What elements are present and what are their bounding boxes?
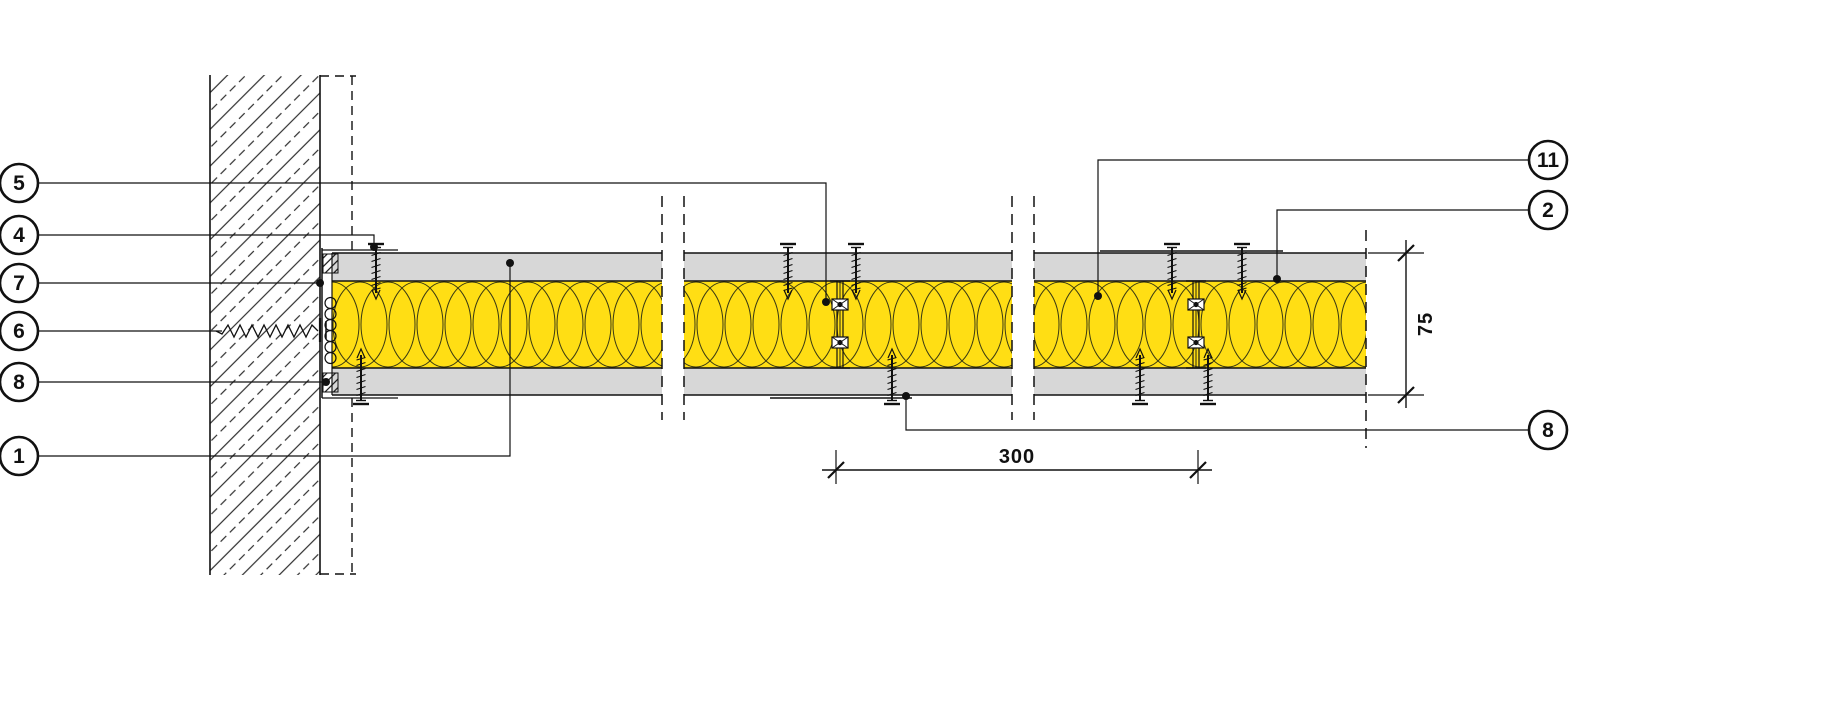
assembly-segment-b: [684, 252, 1012, 399]
callout-label: 8: [1542, 419, 1554, 442]
leader-line: [1276, 209, 1529, 279]
callout-label: 8: [13, 371, 25, 394]
callout-bubble-7: 7: [0, 262, 40, 304]
dimension-tick: [827, 461, 845, 479]
callout-label: 6: [13, 320, 25, 343]
top-plasterboard: [684, 253, 1012, 281]
leader-lines: [38, 159, 1529, 457]
insulation-layer: [1034, 281, 1366, 368]
leader-dot: [370, 243, 378, 251]
callout-label: 2: [1542, 199, 1554, 222]
bottom-plasterboard: [684, 368, 1012, 395]
sealant-gasket-top: [322, 253, 339, 274]
leader-line: [38, 263, 511, 457]
top-plasterboard: [332, 253, 662, 281]
callout-label: 7: [13, 272, 25, 295]
insulation-layer: [332, 281, 662, 368]
dimension-tick: [1189, 461, 1207, 479]
break-lines: [661, 196, 1367, 448]
leader-dot: [822, 298, 830, 306]
leader-line: [38, 182, 827, 302]
partition-assembly: [215, 196, 1367, 448]
leader-dot: [316, 279, 324, 287]
dimension-tick: [1397, 386, 1415, 404]
dimension-text-300: 300: [999, 446, 1035, 468]
dimension-tick: [1397, 244, 1415, 262]
callout-bubble-8-left: 8: [0, 361, 40, 403]
callout-bubble-11: 11: [1527, 139, 1569, 181]
leader-line: [1097, 159, 1529, 296]
wall-anchor-screw: [215, 318, 327, 342]
callout-bubble-6: 6: [0, 310, 40, 352]
dimension-75: 75: [1368, 240, 1437, 408]
dimension-text-75: 75: [1415, 312, 1437, 336]
leader-dot: [322, 378, 330, 386]
callout-bubble-2: 2: [1527, 189, 1569, 231]
callout-label: 1: [13, 445, 25, 468]
callout-label: 5: [13, 172, 25, 195]
bottom-plasterboard: [332, 368, 662, 395]
assembly-segment-c: [1034, 250, 1366, 396]
bottom-plasterboard: [1034, 368, 1366, 395]
callout-bubble-8-right: 8: [1527, 409, 1569, 451]
callout-label: 11: [1537, 149, 1560, 172]
callout-label: 4: [13, 224, 25, 247]
top-plasterboard: [1034, 253, 1366, 281]
assembly-segment-a: [332, 252, 662, 396]
callout-bubble-1: 1: [0, 435, 40, 477]
leader-dot: [1273, 275, 1281, 283]
wall-hatch: [210, 75, 320, 575]
leader-line: [38, 234, 375, 247]
callouts: 5 4 7 6 8 1 11 2: [0, 139, 1569, 477]
sealant-bead: [324, 296, 337, 365]
callout-bubble-5: 5: [0, 162, 40, 204]
leader-dot: [902, 392, 910, 400]
leader-line: [905, 396, 1529, 431]
leader-dot: [1094, 292, 1102, 300]
callout-bubble-4: 4: [0, 214, 40, 256]
leader-dot: [506, 259, 514, 267]
dimension-300: 300: [822, 446, 1212, 484]
insulation-layer: [684, 281, 1012, 368]
